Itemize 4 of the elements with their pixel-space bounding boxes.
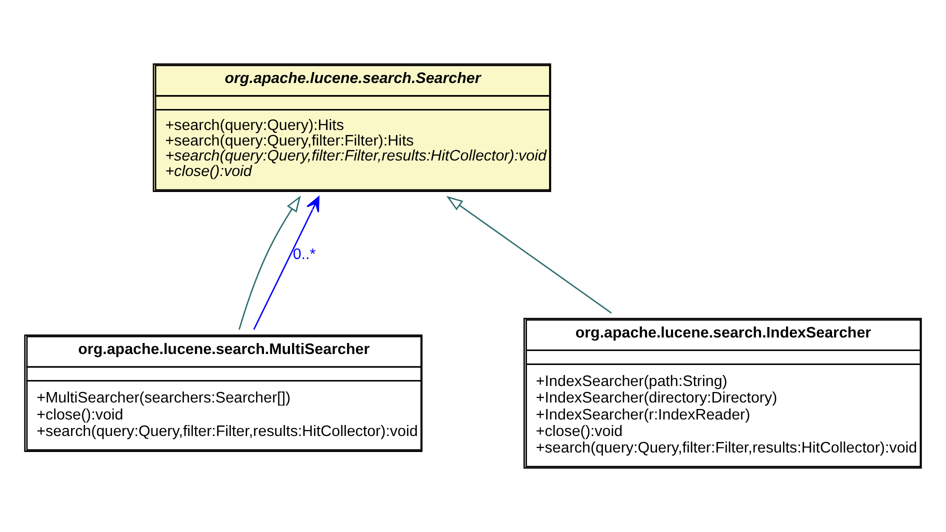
arrow — [238, 195, 301, 330]
arrow — [253, 196, 320, 330]
edge-label: 0..* — [292, 246, 316, 263]
arrow — [446, 196, 612, 314]
